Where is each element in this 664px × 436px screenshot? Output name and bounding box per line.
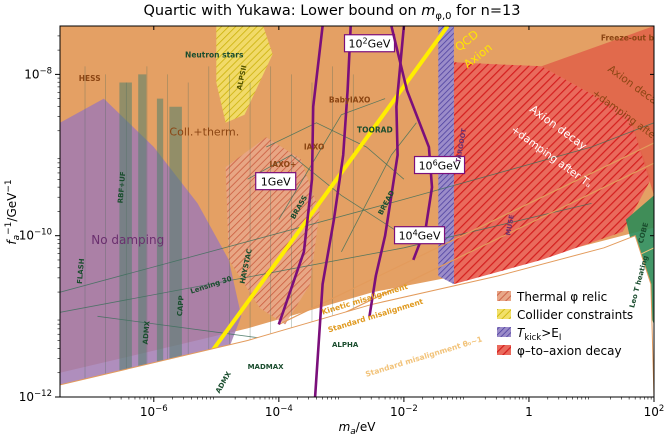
legend-swatch <box>497 345 511 355</box>
contour-label: 106GeV <box>413 155 466 175</box>
region-label: Freeze-out branch <box>601 34 664 43</box>
region-label: IAXO <box>304 142 325 151</box>
title-sub: φ,0 <box>435 10 452 22</box>
legend-swatch <box>497 291 511 301</box>
legend-label: Collider constraints <box>517 308 633 322</box>
projection-line <box>278 98 386 220</box>
contour-label-box <box>413 155 466 175</box>
y-axis-label: fa−1/GeV−1 <box>4 179 22 244</box>
contour-label-text: 102GeV <box>349 37 391 51</box>
contour-label-text: 104GeV <box>399 229 441 243</box>
legend-swatch <box>497 327 511 337</box>
haloscope-band <box>138 74 147 397</box>
region-tkick <box>438 26 454 285</box>
region-label: No damping <box>91 233 164 247</box>
y-tick-label: 10−8 <box>24 66 52 81</box>
x-axis-label: ma/eV <box>339 420 377 436</box>
legend-label: Tkick>EI <box>517 326 561 343</box>
region-label: TOORAD <box>357 125 393 134</box>
contour-line <box>313 26 352 397</box>
contour-label-text: 106GeV <box>419 159 461 173</box>
region-label: CAPP <box>176 295 186 316</box>
x-tick-label: 10−2 <box>390 404 418 419</box>
plot-area: 102GeV 1GeV 106GeV 104GeV HESS Neutron stars… <box>60 26 664 397</box>
x-tick-label: 102 <box>644 404 664 419</box>
title-suffix: for n=13 <box>451 3 521 19</box>
x-tick-label: 10−4 <box>265 404 293 419</box>
legend-label: φ–to–axion decay <box>517 344 622 358</box>
region-label: IAXO+ <box>269 160 296 169</box>
y-tick-label: 10−10 <box>19 228 52 243</box>
haloscope-band <box>119 82 132 397</box>
haloscope-band <box>156 98 164 397</box>
projection-line <box>60 122 654 293</box>
haloscope-band <box>169 106 182 397</box>
chart-title: Quartic with Yukawa: Lower bound on mφ,0… <box>0 0 664 28</box>
title-var: m <box>421 3 436 19</box>
contour-line <box>277 26 324 325</box>
contour-label-text: 1GeV <box>261 176 291 189</box>
region-collider <box>216 26 273 123</box>
region-label: RBF+UF <box>117 171 128 204</box>
contour-label: 1GeV <box>255 172 297 191</box>
y-tick-label: 10−12 <box>19 389 52 404</box>
contour-label: 104GeV <box>393 226 446 245</box>
projection-line <box>341 122 417 252</box>
region-axion-decay <box>453 62 651 285</box>
x-tick-label: 10−6 <box>140 404 168 419</box>
region-label: Neutron stars <box>185 50 244 59</box>
x-tick-label: 1 <box>525 405 533 419</box>
region-label: ADMX <box>142 320 152 345</box>
contour-label: 102GeV <box>343 34 396 53</box>
contour-label-box <box>255 172 297 191</box>
projection-line <box>60 203 592 313</box>
contour-lines: 102GeV 1GeV 106GeV 104GeV <box>255 26 466 397</box>
title-prefix: Quartic with Yukawa: Lower bound on <box>143 3 422 19</box>
kinetic-misalignment-line <box>278 142 654 325</box>
region-label: MUSE <box>504 214 516 236</box>
region-decay-solid <box>541 26 654 196</box>
qcd-axion-line <box>177 26 450 397</box>
region-label: FLASH <box>76 258 86 284</box>
region-label: HESS <box>79 74 101 83</box>
axis-ticks: 10−6 10−4 10−2 1 102 10−12 10−10 10−8 <box>19 26 664 419</box>
region-label: BabyIAXO <box>329 96 371 105</box>
region-label: Coll.+therm. <box>169 126 239 139</box>
projection-line <box>247 154 405 237</box>
region-white-allowed <box>60 235 654 397</box>
region-no-damping <box>60 98 242 397</box>
region-label: MADMAX <box>248 363 285 371</box>
region-label: ALPHA <box>332 341 359 349</box>
legend-label: Thermal φ relic <box>516 290 607 304</box>
contour-line <box>368 26 406 317</box>
contour-label-box <box>393 226 446 245</box>
legend-swatch <box>497 309 511 319</box>
